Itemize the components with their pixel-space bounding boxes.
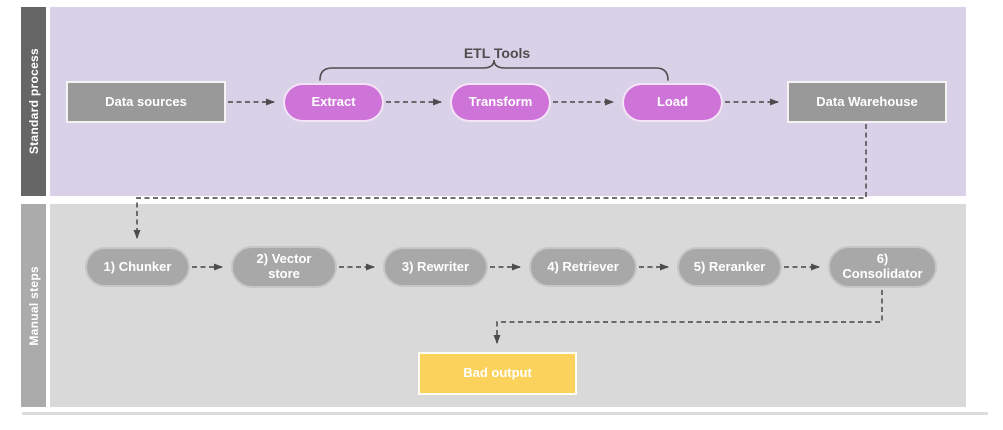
etl-tools-label: ETL Tools xyxy=(463,45,531,61)
bottom-divider xyxy=(22,412,988,415)
node-load: Load xyxy=(622,83,723,122)
lane-label-manual-steps-text: Manual steps xyxy=(26,265,41,346)
node-vector-store: 2) Vector store xyxy=(231,246,337,288)
node-extract: Extract xyxy=(283,83,384,122)
lane-label-standard-process-text: Standard process xyxy=(26,48,41,155)
node-data-warehouse: Data Warehouse xyxy=(787,81,947,123)
lane-label-manual-steps: Manual steps xyxy=(21,204,46,407)
node-rewriter: 3) Rewriter xyxy=(383,247,488,287)
lane-label-standard-process: Standard process xyxy=(21,7,46,196)
node-consolidator: 6) Consolidator xyxy=(828,246,937,288)
node-chunker: 1) Chunker xyxy=(85,247,190,287)
node-data-sources: Data sources xyxy=(66,81,226,123)
node-transform: Transform xyxy=(450,83,551,122)
node-reranker: 5) Reranker xyxy=(677,247,782,287)
node-retriever: 4) Retriever xyxy=(529,247,637,287)
node-bad-output: Bad output xyxy=(418,352,577,395)
